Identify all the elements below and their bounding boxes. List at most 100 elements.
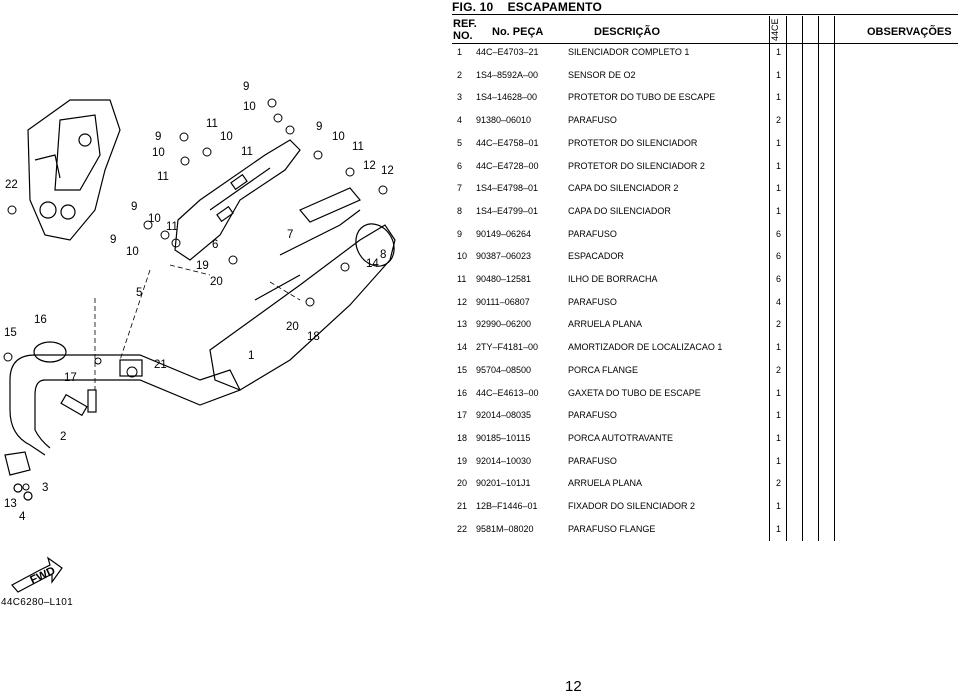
- cell-ref: 17: [457, 410, 468, 421]
- cell-desc: SENSOR DE O2: [568, 69, 636, 80]
- cell-ref: 7: [457, 183, 463, 194]
- cell-ref: 4: [457, 115, 463, 126]
- header-top-rule: [452, 14, 958, 15]
- cell-ref: 14: [457, 342, 468, 353]
- cell-desc: AMORTIZADOR DE LOCALIZACAO 1: [568, 342, 723, 353]
- cell-desc: PARAFUSO: [568, 455, 617, 466]
- cell-desc: PARAFUSO: [568, 410, 617, 421]
- cell-part: 95704–08500: [476, 364, 532, 375]
- leader-lines: [94, 264, 301, 390]
- cell-desc: ARRUELA PLANA: [568, 478, 643, 489]
- cell-desc: CAPA DO SILENCIADOR: [568, 205, 671, 216]
- cell-qty: 2: [776, 364, 782, 375]
- cell-qty: 1: [776, 410, 782, 421]
- callout: 20: [210, 276, 223, 288]
- cell-qty: 1: [776, 137, 782, 148]
- cell-ref: 3: [457, 92, 463, 103]
- header-remarks: OBSERVAÇÕES: [867, 26, 952, 38]
- callout: 14: [366, 258, 379, 270]
- cell-part: 90149–06264: [476, 228, 532, 239]
- callout: 9: [110, 234, 116, 246]
- callout: 9: [243, 81, 249, 93]
- cell-ref: 16: [457, 387, 468, 398]
- callout: 18: [307, 331, 320, 343]
- cell-qty: 1: [776, 205, 782, 216]
- callout: 11: [206, 118, 218, 130]
- callout: 9: [155, 131, 161, 143]
- cell-part: 90387–06023: [476, 251, 532, 262]
- cell-desc: PARAFUSO: [568, 115, 617, 126]
- cell-ref: 11: [457, 274, 467, 284]
- cell-desc: PORCA AUTOTRAVANTE: [568, 432, 674, 443]
- header-model: 44CE: [770, 18, 780, 42]
- cell-part: 92990–06200: [476, 319, 532, 330]
- callout: 12: [381, 165, 394, 177]
- cell-qty: 1: [776, 92, 782, 103]
- svg-text:FWD: FWD: [28, 565, 57, 587]
- cell-ref: 6: [457, 160, 463, 171]
- cell-ref: 10: [457, 251, 468, 262]
- frame-bracket: [27, 99, 121, 241]
- cell-qty: 1: [776, 69, 782, 80]
- callout: 9: [131, 201, 137, 213]
- cell-part: 90201–101J1: [476, 478, 531, 489]
- cell-qty: 6: [776, 251, 782, 262]
- cell-desc: PROTETOR DO TUBO DE ESCAPE: [568, 92, 716, 103]
- cell-part: 12B–F1446–01: [476, 501, 538, 511]
- callout: 10: [332, 131, 345, 143]
- cell-qty: 6: [776, 228, 782, 239]
- cell-desc: PROTETOR DO SILENCIADOR: [568, 137, 698, 148]
- callout: 12: [363, 160, 376, 172]
- cell-qty: 1: [776, 183, 782, 194]
- callout: 21: [154, 359, 167, 371]
- bolts: [3, 98, 388, 491]
- cell-desc: ARRUELA PLANA: [568, 319, 643, 330]
- cell-desc: PROTETOR DO SILENCIADOR 2: [568, 160, 705, 171]
- callout: 17: [64, 372, 77, 384]
- o2-sensor: [60, 389, 97, 417]
- cell-ref: 19: [457, 455, 468, 466]
- column-rule: [802, 16, 803, 541]
- column-rule: [786, 16, 787, 541]
- callout: 11: [352, 141, 364, 153]
- cell-part: 1S4–E4798–01: [476, 183, 539, 194]
- cell-desc: PARAFUSO: [568, 296, 617, 307]
- callout: 10: [148, 213, 161, 225]
- cell-desc: FIXADOR DO SILENCIADOR 2: [568, 501, 696, 511]
- callout: 11: [157, 171, 169, 183]
- cell-qty: 1: [776, 47, 782, 57]
- callout: 9: [316, 121, 322, 133]
- cell-qty: 4: [776, 296, 782, 307]
- cell-part: 90185–10115: [476, 432, 531, 443]
- cell-desc: CAPA DO SILENCIADOR 2: [568, 183, 679, 194]
- callout: 10: [152, 147, 165, 159]
- callout: 15: [4, 327, 17, 339]
- pipe-protector: [4, 451, 33, 501]
- callout: 3: [42, 482, 48, 494]
- cell-ref: 12: [457, 296, 468, 307]
- cell-ref: 1: [457, 47, 463, 57]
- cell-ref: 2: [457, 69, 463, 80]
- callout: 5: [136, 287, 142, 299]
- column-rule: [834, 16, 835, 541]
- cell-ref: 18: [457, 432, 468, 443]
- cell-desc: GAXETA DO TUBO DE ESCAPE: [568, 387, 701, 398]
- cell-desc: SILENCIADOR COMPLETO 1: [568, 47, 690, 57]
- callout-labels: 9 10 11 9 10 11 9 10 11 9 10 11 9 10 11 …: [4, 81, 394, 523]
- callout: 16: [34, 314, 47, 326]
- callout: 1: [248, 350, 254, 362]
- table-row: 7 1S4–E4798–01 CAPA DO SILENCIADOR 2 1: [452, 183, 956, 197]
- cell-qty: 1: [776, 342, 782, 353]
